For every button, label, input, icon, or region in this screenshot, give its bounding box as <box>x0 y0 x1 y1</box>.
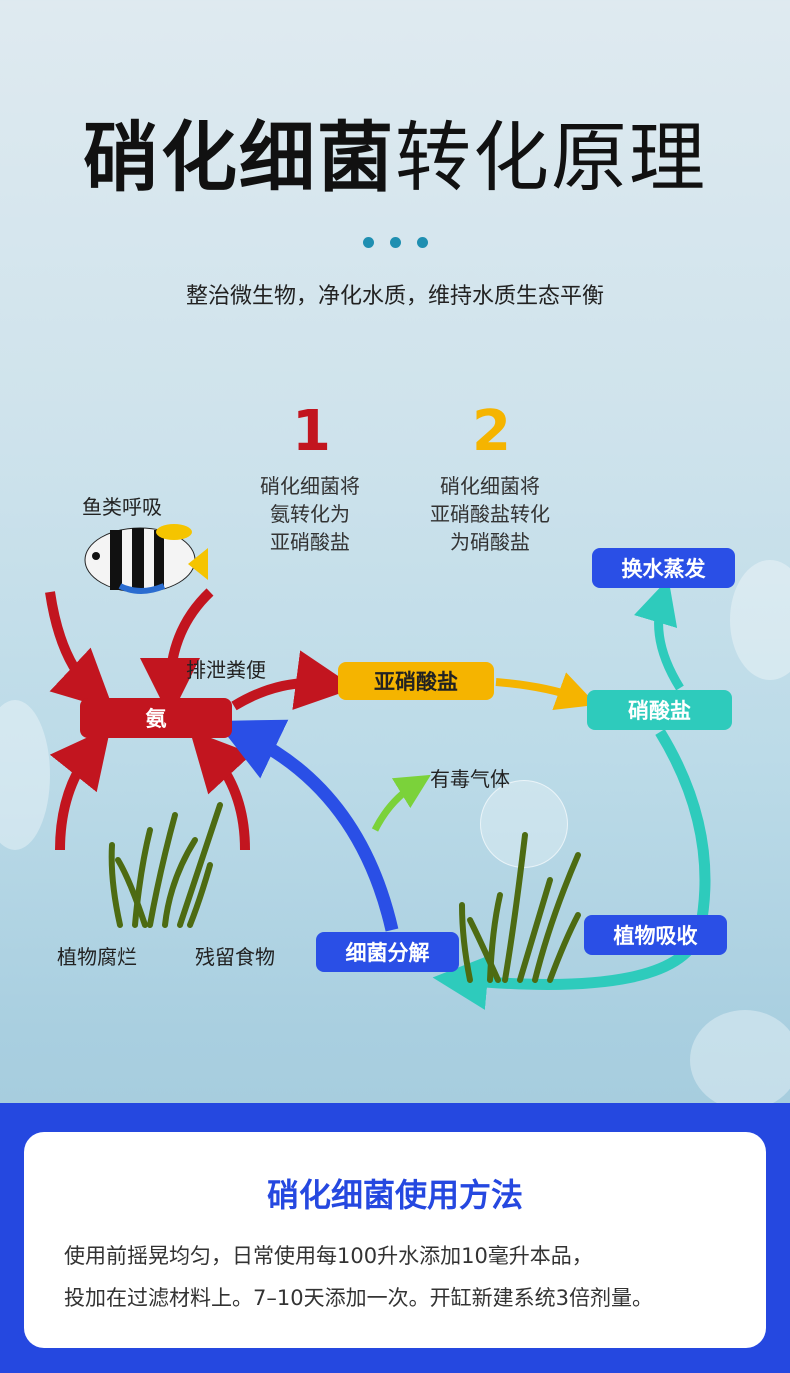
node-nitrite: 亚硝酸盐 <box>338 662 494 700</box>
arrow-nitrite-to-nitrate <box>496 682 578 698</box>
label-plant-decay: 植物腐烂 <box>57 941 137 970</box>
arrow-ammonia-to-nitrite <box>234 683 326 706</box>
arrow-nitrate-to-evaporation <box>659 600 680 688</box>
arrow-bacteria-to-ammonia <box>245 735 392 930</box>
arrow-decay-to-ammonia <box>60 750 92 850</box>
fish-icon <box>85 524 208 592</box>
usage-line-1: 使用前摇晃均匀，日常使用每100升水添加10毫升本品， <box>64 1240 593 1270</box>
label-fish-breathing: 鱼类呼吸 <box>82 491 162 520</box>
label-toxic-gas: 有毒气体 <box>430 763 510 792</box>
label-excretion: 排泄粪便 <box>186 654 266 683</box>
node-nitrate: 硝酸盐 <box>587 690 732 730</box>
plant-icon <box>112 805 220 925</box>
label-residual-food: 残留食物 <box>195 941 275 970</box>
node-ammonia: 氨 <box>80 698 232 738</box>
plant-icon <box>462 835 578 980</box>
arrow-toxic-gas <box>375 784 416 830</box>
node-plant-absorption: 植物吸收 <box>584 915 727 955</box>
arrow-food-to-ammonia <box>210 752 245 850</box>
node-bacterial-decomposition: 细菌分解 <box>316 932 459 972</box>
arrow-fish-to-ammonia <box>50 592 92 690</box>
usage-line-2: 投加在过滤材料上。7–10天添加一次。开缸新建系统3倍剂量。 <box>64 1282 653 1312</box>
usage-title: 硝化细菌使用方法 <box>0 1170 790 1216</box>
node-evaporation: 换水蒸发 <box>592 548 735 588</box>
